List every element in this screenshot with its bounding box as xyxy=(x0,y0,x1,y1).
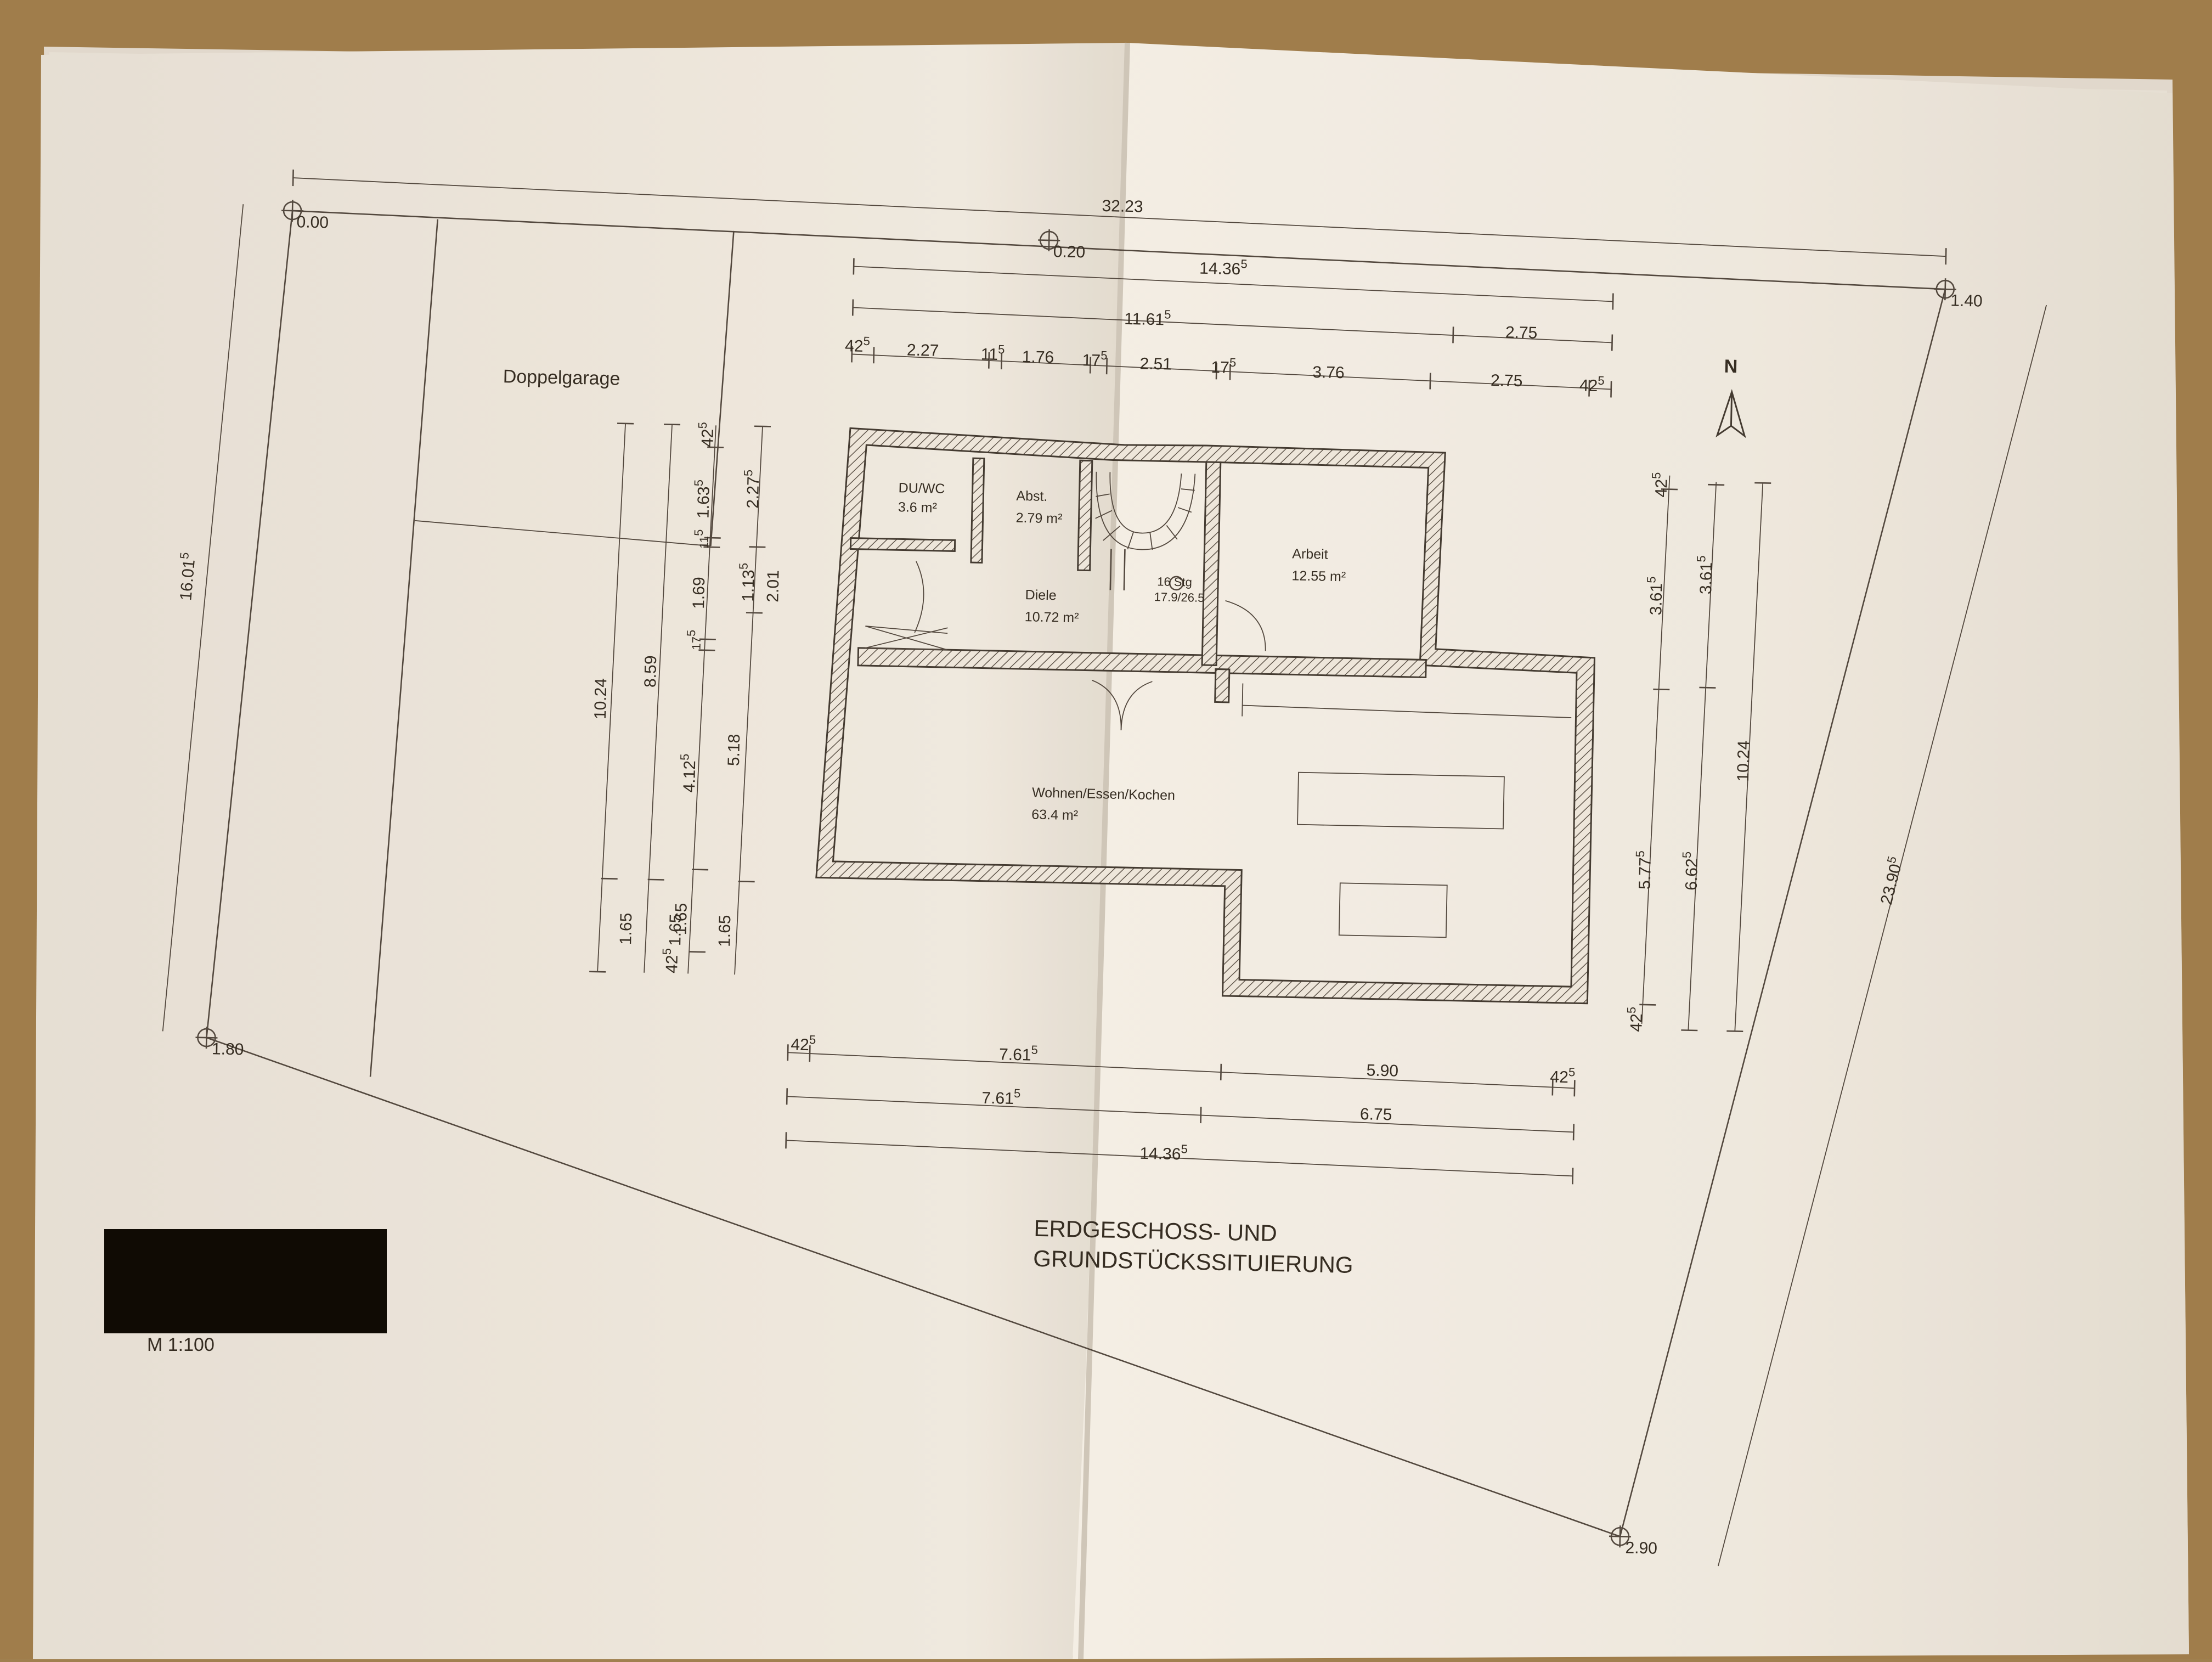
bottom-row2-1: 7.615 xyxy=(981,1086,1020,1108)
room-abst-name: Abst. xyxy=(1016,488,1048,504)
top-chain-6: 2.51 xyxy=(1139,354,1172,373)
left-col3-5: 175 xyxy=(684,629,703,650)
wall-diele-south xyxy=(857,647,1427,679)
garage-label: Doppelgarage xyxy=(503,366,620,389)
left-col4-3: 2.01 xyxy=(764,570,782,602)
top-chain-10: 425 xyxy=(1579,373,1605,395)
left-col3-4: 1.69 xyxy=(690,577,708,609)
top-dimensions: 14.365 11.615 2.75 425 2.27 115 xyxy=(845,256,1614,398)
outer-walls xyxy=(815,427,1596,1005)
top-dim-a: 11.615 xyxy=(1124,307,1171,329)
right-dimensions: 425 3.615 5.775 425 3.615 6.625 10.24 xyxy=(1624,472,1771,1033)
corner-marks xyxy=(195,200,1956,1548)
dining-table xyxy=(1338,882,1448,938)
wall-duwc-east xyxy=(970,457,985,564)
bottom-row1-2: 7.615 xyxy=(999,1042,1038,1064)
garage: Doppelgarage xyxy=(369,219,735,1077)
elev-nw: 0.00 xyxy=(296,213,329,232)
staircase xyxy=(1095,471,1196,591)
left-col1-b: 1.65 xyxy=(617,912,635,945)
bottom-row2-2: 6.75 xyxy=(1360,1105,1392,1124)
bottom-row1-3: 5.90 xyxy=(1366,1061,1398,1080)
top-chain-7: 175 xyxy=(1211,355,1236,377)
left-col3-7: 1.65 xyxy=(672,903,691,935)
right-col1-1: 425 xyxy=(1649,472,1671,497)
left-col1-a: 10.24 xyxy=(591,678,611,720)
room-diele-area: 10.72 m² xyxy=(1025,609,1079,626)
room-arbeit-name: Arbeit xyxy=(1292,546,1328,562)
scale-label: M 1:100 xyxy=(147,1334,215,1355)
top-chain-4: 1.76 xyxy=(1022,348,1054,367)
room-duwc-area: 3.6 m² xyxy=(898,499,937,515)
room-wohnen-name: Wohnen/Essen/Kochen xyxy=(1032,785,1175,803)
room-diele-name: Diele xyxy=(1025,587,1057,603)
left-col3-2: 1.635 xyxy=(691,480,713,519)
elev-sw: 1.80 xyxy=(212,1040,244,1058)
left-col2-a: 8.59 xyxy=(641,655,660,688)
building xyxy=(815,427,1596,1005)
right-col3-1: 10.24 xyxy=(1734,740,1753,782)
wall-duwc-south xyxy=(849,537,956,552)
wall-stair-east xyxy=(1201,461,1222,667)
bottom-row1-1: 425 xyxy=(791,1032,816,1054)
north-arrow: N xyxy=(1716,356,1746,438)
elev-ne: 1.40 xyxy=(1950,291,1983,310)
top-chain-5: 175 xyxy=(1082,348,1107,370)
north-label: N xyxy=(1724,356,1737,378)
bottom-total: 14.365 xyxy=(1139,1141,1188,1164)
site-dim-north: 32.23 xyxy=(1102,197,1143,216)
site-dim-west: 16.015 xyxy=(173,551,199,601)
elev-se: 2.90 xyxy=(1625,1539,1657,1557)
top-chain-9: 2.75 xyxy=(1491,371,1523,390)
room-wohnen-area: 63.4 m² xyxy=(1031,807,1078,823)
wall-abst-east xyxy=(1077,459,1093,572)
left-col2-b: 1.65 xyxy=(666,914,685,946)
top-dim-total: 14.365 xyxy=(1199,256,1248,279)
room-duwc-name: DU/WC xyxy=(898,480,945,497)
right-col2-1: 3.615 xyxy=(1694,555,1716,594)
room-abst-area: 2.79 m² xyxy=(1015,510,1062,527)
door-arc-2 xyxy=(1225,600,1266,651)
door-arc-4 xyxy=(1120,681,1153,730)
right-col1-2: 3.615 xyxy=(1644,576,1666,615)
kitchen-island xyxy=(1297,771,1505,830)
sheet-right-half xyxy=(1073,43,2189,1659)
top-chain-1: 425 xyxy=(845,334,870,356)
right-col1-4: 425 xyxy=(1624,1007,1646,1032)
stair-steps: 16 Stg xyxy=(1157,574,1192,589)
door-arc-1 xyxy=(914,561,924,633)
bottom-row1-4: 425 xyxy=(1550,1064,1575,1086)
bottom-dimensions: 425 7.615 5.90 425 7.615 6.75 14.365 xyxy=(785,1032,1576,1185)
left-dimensions: 10.24 1.65 8.59 1.65 425 1.635 115 1.69 … xyxy=(589,422,783,975)
left-col3-1: 425 xyxy=(695,422,717,447)
top-chain-2: 2.27 xyxy=(907,341,939,360)
left-col4-5: 1.65 xyxy=(715,915,734,947)
left-col3-8: 425 xyxy=(659,948,681,973)
left-col3-3: 115 xyxy=(691,529,711,549)
left-col4-2: 1.135 xyxy=(736,562,758,601)
room-arbeit-area: 12.55 m² xyxy=(1291,568,1346,584)
wall-stub xyxy=(1214,668,1231,703)
top-chain-8: 3.76 xyxy=(1312,363,1345,382)
elev-n-mid: 0.20 xyxy=(1053,243,1085,261)
left-col3-6: 4.125 xyxy=(677,753,699,792)
right-col2-2: 6.625 xyxy=(1679,852,1701,891)
top-dim-b: 2.75 xyxy=(1505,323,1538,342)
right-col1-3: 5.775 xyxy=(1633,850,1655,889)
left-col4-4: 5.18 xyxy=(725,734,743,766)
drawing: 0.00 0.20 1.40 1.80 2.90 32.23 16.015 23… xyxy=(162,170,2047,1567)
left-col4-1: 2.275 xyxy=(741,470,763,509)
top-chain-3: 115 xyxy=(980,342,1005,364)
drawing-title-line-1: ERDGESCHOSS- UND xyxy=(1034,1215,1277,1246)
sheet-fold xyxy=(1078,42,1130,1660)
door-arc-3 xyxy=(1092,679,1122,730)
stair-dims: 17.9/26.5 xyxy=(1154,590,1204,605)
redaction-block xyxy=(104,1229,387,1333)
